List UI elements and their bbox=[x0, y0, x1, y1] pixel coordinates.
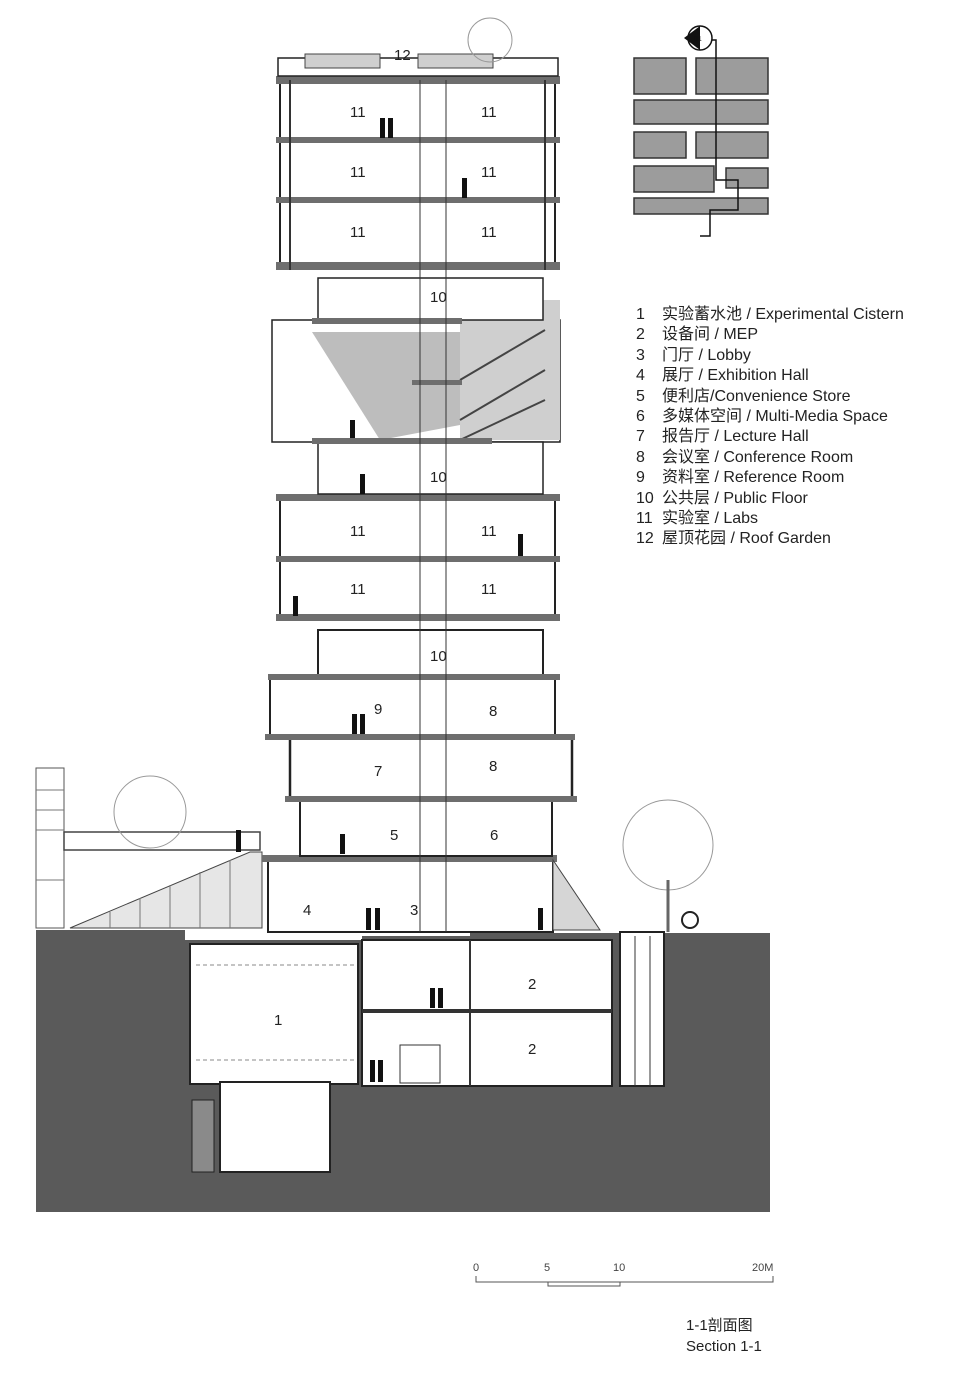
labs-upper bbox=[279, 79, 556, 269]
scale-tick-0: 0 bbox=[473, 1262, 479, 1274]
legend-item: 7 报告厅 / Lecture Hall bbox=[636, 427, 904, 447]
left-building-edge bbox=[35, 767, 65, 929]
label-lab-2: 11 bbox=[481, 104, 497, 121]
cyclist-icon bbox=[681, 911, 699, 929]
solar-panel-left bbox=[304, 53, 381, 69]
label-lab-7: 11 bbox=[350, 523, 366, 540]
legend-text: 资料室 / Reference Room bbox=[662, 469, 845, 487]
label-public-3: 10 bbox=[430, 648, 447, 665]
label-multimedia: 6 bbox=[490, 827, 498, 844]
atrium-shadow bbox=[312, 332, 460, 440]
legend-text: 便利店/Convenience Store bbox=[662, 387, 851, 405]
roof-tree bbox=[467, 17, 513, 63]
cistern-side-shaft bbox=[191, 1099, 215, 1173]
legend-text: 多媒体空间 / Multi-Media Space bbox=[662, 408, 888, 426]
legend-text: 展厅 / Exhibition Hall bbox=[662, 367, 809, 385]
label-lab-5: 11 bbox=[350, 224, 366, 241]
lobby-box bbox=[267, 857, 554, 933]
label-lab-6: 11 bbox=[481, 224, 497, 241]
label-store: 5 bbox=[390, 827, 398, 844]
legend-text: 会议室 / Conference Room bbox=[662, 448, 854, 466]
legend-item: 9 资料室 / Reference Room bbox=[636, 468, 904, 488]
label-roof-garden: 12 bbox=[394, 47, 411, 64]
legend-item: 6 多媒体空间 / Multi-Media Space bbox=[636, 407, 904, 427]
tree-right bbox=[622, 799, 714, 891]
label-lab-10: 11 bbox=[481, 581, 497, 598]
legend-text: 实验室 / Labs bbox=[662, 510, 759, 528]
caption: 1-1剖面图 Section 1-1 bbox=[686, 1315, 762, 1357]
canopy-shadow-right bbox=[552, 858, 601, 931]
legend-item: 2 设备间 / MEP bbox=[636, 325, 904, 345]
label-lab-1: 11 bbox=[350, 104, 366, 121]
legend-item: 1 实验蓄水池 / Experimental Cistern bbox=[636, 305, 904, 325]
key-plan: 01 bbox=[633, 25, 769, 237]
mep-void-lower bbox=[361, 1011, 613, 1087]
mep-void-upper bbox=[361, 939, 613, 1011]
label-reference: 9 bbox=[374, 701, 382, 718]
public-floor-lower bbox=[317, 629, 544, 677]
scale-bar: 0 5 10 20M bbox=[473, 1262, 774, 1287]
label-public-1: 10 bbox=[430, 289, 447, 306]
caption-cn: 1-1剖面图 bbox=[686, 1317, 753, 1334]
legend-item: 12 屋顶花园 / Roof Garden bbox=[636, 529, 904, 549]
legend-number: 3 bbox=[636, 346, 645, 364]
legend-text: 实验蓄水池 / Experimental Cistern bbox=[662, 306, 904, 323]
legend-number: 11 bbox=[636, 510, 653, 528]
label-lab-3: 11 bbox=[350, 164, 366, 181]
reference-floor bbox=[269, 677, 556, 737]
legend-number: 9 bbox=[636, 469, 645, 487]
legend-item: 5 便利店/Convenience Store bbox=[636, 387, 904, 407]
bridge-deck bbox=[63, 831, 261, 851]
tree-left bbox=[113, 775, 187, 849]
label-conference-1: 8 bbox=[489, 703, 497, 720]
scale-tick-20: 20M bbox=[752, 1262, 773, 1274]
legend-text: 报告厅 / Lecture Hall bbox=[662, 428, 809, 446]
shaft-void bbox=[619, 931, 665, 1087]
legend-number: 6 bbox=[636, 408, 645, 426]
legend-text: 公共层 / Public Floor bbox=[662, 489, 808, 507]
key-plan-marker: 01 bbox=[694, 36, 702, 43]
label-exhibition: 4 bbox=[303, 902, 311, 919]
label-mep-2: 2 bbox=[528, 1041, 536, 1058]
legend-number: 5 bbox=[636, 387, 645, 405]
solar-panel-right bbox=[417, 53, 494, 69]
legend-text: 屋顶花园 / Roof Garden bbox=[662, 530, 831, 548]
legend-number: 2 bbox=[636, 326, 645, 344]
legend-number: 10 bbox=[636, 489, 654, 507]
label-conference-2: 8 bbox=[489, 758, 497, 775]
legend-item: 8 会议室 / Conference Room bbox=[636, 448, 904, 468]
legend-number: 8 bbox=[636, 448, 645, 466]
scale-tick-10: 10 bbox=[613, 1262, 625, 1274]
legend-number: 12 bbox=[636, 530, 654, 548]
cistern-void bbox=[189, 943, 359, 1085]
label-public-2: 10 bbox=[430, 469, 447, 486]
legend-number: 7 bbox=[636, 428, 645, 446]
legend-text: 门厅 / Lobby bbox=[662, 346, 751, 364]
label-lab-9: 11 bbox=[350, 581, 366, 598]
label-lecture: 7 bbox=[374, 763, 382, 780]
label-lab-8: 11 bbox=[481, 523, 497, 540]
label-mep-1: 2 bbox=[528, 976, 536, 993]
label-cistern: 1 bbox=[274, 1012, 282, 1029]
legend: 1 实验蓄水池 / Experimental Cistern 2 设备间 / MEP 3… bbox=[636, 305, 904, 550]
legend-number: 4 bbox=[636, 367, 645, 385]
people-silhouettes bbox=[236, 118, 543, 1082]
stair-ramp bbox=[69, 851, 263, 929]
label-lobby: 3 bbox=[410, 902, 418, 919]
legend-item: 3 门厅 / Lobby bbox=[636, 346, 904, 366]
lecture-floor bbox=[288, 735, 574, 801]
legend-item: 4 展厅 / Exhibition Hall bbox=[636, 366, 904, 386]
legend-number: 1 bbox=[636, 306, 645, 323]
scale-tick-5: 5 bbox=[544, 1262, 550, 1274]
legend-item: 10 公共层 / Public Floor bbox=[636, 489, 904, 509]
legend-item: 11 实验室 / Labs bbox=[636, 509, 904, 529]
label-lab-4: 11 bbox=[481, 164, 497, 181]
cistern-lower-void bbox=[219, 1081, 331, 1173]
legend-text: 设备间 / MEP bbox=[662, 326, 759, 344]
caption-en: Section 1-1 bbox=[686, 1338, 762, 1355]
